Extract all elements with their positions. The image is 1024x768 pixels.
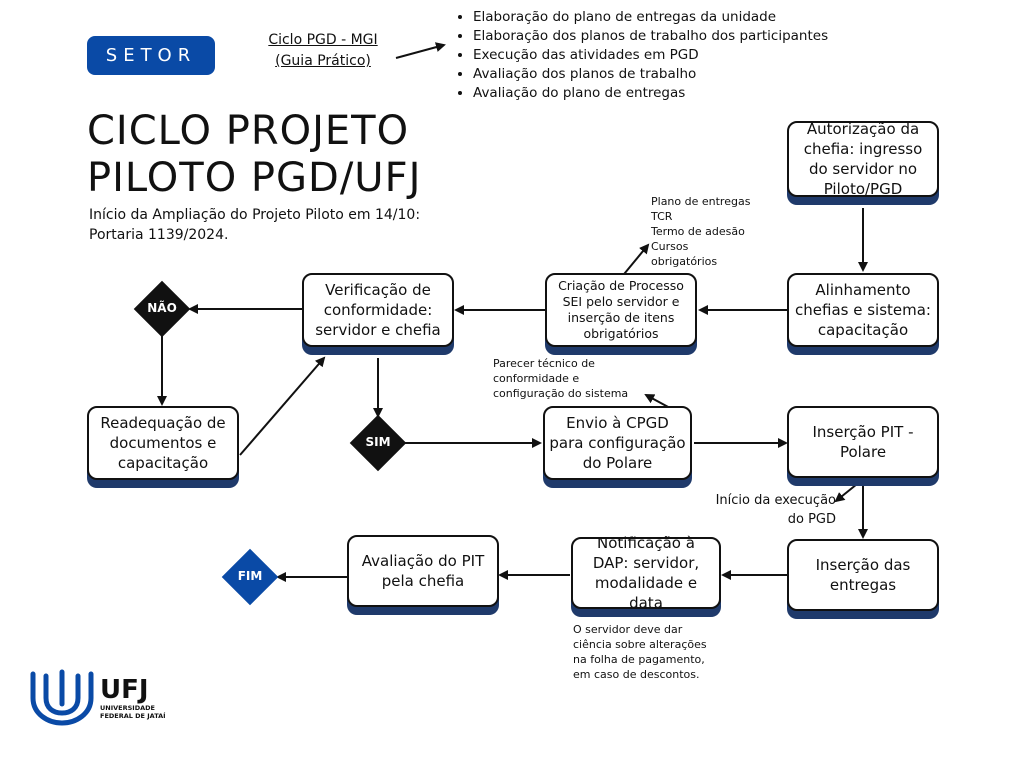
box-verificacao: Verificação de conformidade: servidor e … (302, 273, 454, 347)
box-envio-cpgd: Envio à CPGD para configuração do Polare (543, 406, 692, 480)
end-fim-label: FIM (237, 569, 263, 583)
note-line: Termo de adesão (651, 225, 745, 238)
note-line: configuração do sistema (493, 387, 629, 400)
note-line: O servidor deve dar (573, 623, 683, 636)
setor-badge: SETOR (87, 36, 215, 75)
arrow-guia-to-list (395, 42, 446, 59)
box-criacao-processo: Criação de Processo SEI pelo servidor e … (545, 273, 697, 347)
logo-acronym: UFJ (100, 675, 149, 705)
note-line: conformidade e (493, 372, 580, 385)
box-notificacao-dap: Notificação à DAP: servidor, modalidade … (571, 534, 721, 612)
box-readequacao: Readequação de documentos e capacitação (87, 406, 239, 480)
subtitle-line: Portaria 1139/2024. (89, 227, 229, 243)
note-line: TCR (651, 210, 673, 223)
note-parecer-tecnico: Parecer técnico de conformidade e config… (493, 356, 628, 401)
box-autorizacao: Autorização da chefia: ingresso do servi… (787, 120, 939, 198)
arrow-readequacao-to-verificacao (239, 356, 326, 456)
subtitle-line: Início da Ampliação do Projeto Piloto em… (89, 207, 421, 223)
list-item: Avaliação do plano de entregas (473, 84, 828, 103)
guia-pratico-link[interactable]: Ciclo PGD - MGI (Guia Prático) (268, 32, 378, 69)
arrow-pit-to-inicio (834, 479, 863, 503)
note-line: Início da execução (715, 493, 836, 508)
note-line: Plano de entregas (651, 195, 751, 208)
list-item: Avaliação dos planos de trabalho (473, 65, 828, 84)
decision-nao-label: NÃO (147, 301, 177, 315)
subtitle: Início da Ampliação do Projeto Piloto em… (89, 205, 420, 245)
ufj-logo-text: UFJ UNIVERSIDADE FEDERAL DE JATAÍ (100, 676, 166, 720)
decision-sim-label: SIM (365, 435, 391, 449)
box-insercao-pit: Inserção PIT - Polare (787, 406, 939, 478)
box-avaliacao-pit: Avaliação do PIT pela chefia (347, 535, 499, 607)
logo-line: UNIVERSIDADE (100, 704, 155, 712)
note-servidor-ciencia: O servidor deve dar ciência sobre altera… (573, 622, 707, 682)
list-item: Elaboração dos planos de trabalho dos pa… (473, 27, 828, 46)
title-line: PILOTO PGD/UFJ (87, 155, 422, 201)
box-alinhamento: Alinhamento chefias e sistema: capacitaç… (787, 273, 939, 347)
note-line: na folha de pagamento, (573, 653, 705, 666)
box-insercao-entregas: Inserção das entregas (787, 539, 939, 611)
list-item: Execução das atividades em PGD (473, 46, 828, 65)
logo-line: FEDERAL DE JATAÍ (100, 712, 166, 720)
page-title: CICLO PROJETO PILOTO PGD/UFJ (87, 108, 421, 202)
ciclo-steps-list: Elaboração do plano de entregas da unida… (455, 8, 828, 103)
note-line: Cursos (651, 240, 689, 253)
note-line: obrigatórios (651, 255, 718, 268)
note-line: ciência sobre alterações (573, 638, 707, 651)
note-line: Parecer técnico de (493, 357, 595, 370)
note-line: em caso de descontos. (573, 668, 700, 681)
list-item: Elaboração do plano de entregas da unida… (473, 8, 828, 27)
ufj-logo-icon (30, 669, 94, 726)
note-inicio-execucao: Início da execução do PGD (700, 491, 836, 529)
note-line: do PGD (787, 512, 836, 527)
title-line: CICLO PROJETO (87, 108, 410, 154)
note-itens-obrigatorios: Plano de entregas TCR Termo de adesão Cu… (651, 194, 750, 269)
